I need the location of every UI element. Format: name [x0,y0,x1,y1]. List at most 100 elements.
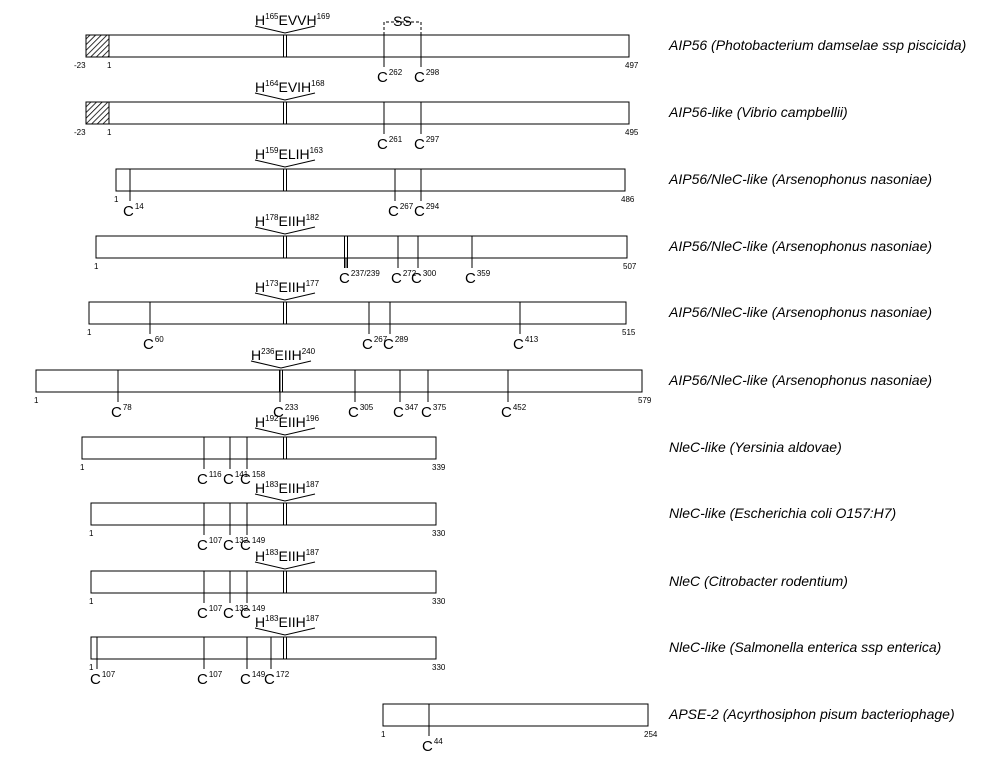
motif-label: H183EIIH187 [255,614,320,630]
signal-end-label: 1 [107,128,112,137]
cysteine-label: C237/239 [339,269,380,287]
cysteine-label: C267 [362,335,388,353]
cysteine-label: C107 [197,604,223,622]
protein-name-host: (Acyrthosiphon pisum bacteriophage) [718,706,955,722]
motif-bracket [254,427,316,436]
protein-name: AIP56 (Photobacterium damselae ssp pisci… [669,37,966,53]
protein-bar [90,570,437,594]
protein-bar [85,101,630,125]
cysteine-label: C107 [197,536,223,554]
cysteine-label: C359 [465,269,491,287]
protein-bar [35,369,643,393]
start-position-label: 1 [87,328,92,337]
motif-label: H173EIIH177 [255,279,320,295]
end-position-label: 330 [432,529,446,538]
disulfide-bridge [383,21,422,35]
cysteine-label: C141 [223,470,249,488]
end-position-label: 515 [622,328,636,337]
end-position-label: 579 [638,396,652,405]
protein-name: NleC-like (Salmonella enterica ssp enter… [669,639,941,655]
protein-bar [85,34,630,58]
cysteine-label: C300 [411,269,437,287]
protein-bar [115,168,626,192]
protein-name-main: NleC-like (Salmonella enterica ssp enter… [669,639,942,655]
signal-end-label: 1 [107,61,112,70]
cysteine-label: C149 [240,670,266,688]
start-position-label: 1 [381,730,386,739]
cysteine-label: C261 [377,135,403,153]
motif-bracket [254,226,316,235]
end-position-label: 495 [625,128,639,137]
motif-bracket [250,360,312,369]
cysteine-label: C297 [414,135,440,153]
end-position-label: 497 [625,61,639,70]
protein-name-main: NleC (Citrobacter rodentium) [669,573,848,589]
motif-label: H178EIIH182 [255,213,320,229]
cysteine-label: C132 [223,604,249,622]
cysteine-label: C116 [197,470,222,488]
protein-name-main: NleC-like (Escherichia coli O157:H7) [669,505,897,521]
motif-bracket [254,25,316,34]
protein-bar [90,502,437,526]
start-position-label: 1 [80,463,85,472]
cysteine-label: C294 [414,202,440,220]
protein-name: AIP56/NleC-like (Arsenophonus nasoniae) [669,238,932,254]
protein-bar [95,235,628,259]
protein-name-main: AIP56/NleC-like (Arsenophonus nasoniae) [669,171,933,187]
end-position-label: 486 [621,195,635,204]
cysteine-label: C233 [273,403,299,421]
end-position-label: 330 [432,597,446,606]
protein-name-main: AIP56 (Photobacterium damselae ssp pisci… [669,37,967,53]
start-position-label: -23 [74,61,86,70]
start-position-label: 1 [89,663,94,672]
end-position-label: 254 [644,730,658,739]
cysteine-label: C298 [414,68,440,86]
start-position-label: -23 [74,128,86,137]
motif-bracket [254,292,316,301]
protein-name-main: AIP56/NleC-like (Arsenophonus nasoniae) [669,238,933,254]
cysteine-label: C44 [422,737,443,755]
protein-name: NleC (Citrobacter rodentium) [669,573,848,589]
end-position-label: 507 [623,262,637,271]
motif-label: H165EVVH169 [255,12,331,28]
start-position-label: 1 [34,396,39,405]
cysteine-label: C272 [391,269,417,287]
motif-bracket [254,561,316,570]
signal-peptide [85,34,110,58]
start-position-label: 1 [89,529,94,538]
protein-name-main: NleC-like (Yersinia aldovae) [669,439,842,455]
motif-bracket [254,159,316,168]
motif-label: H192EIIH196 [255,414,320,430]
cysteine-label: C107 [90,670,116,688]
motif-label: H183EIIH187 [255,548,320,564]
motif-bracket [254,493,316,502]
protein-name: NleC-like (Yersinia aldovae) [669,439,842,455]
cysteine-label: C158 [240,470,266,488]
disulfide-label: SS [393,13,412,29]
protein-name: AIP56/NleC-like (Arsenophonus nasoniae) [669,171,932,187]
cysteine-label: C289 [383,335,409,353]
end-position-label: 330 [432,663,446,672]
protein-bar [88,301,627,325]
cysteine-label: C14 [123,202,144,220]
signal-peptide [85,101,110,125]
cysteine-label: C413 [513,335,539,353]
protein-name: AIP56/NleC-like (Arsenophonus nasoniae) [669,304,932,320]
protein-bar [382,703,649,727]
cysteine-label: C172 [264,670,290,688]
protein-name: NleC-like (Escherichia coli O157:H7) [669,505,896,521]
protein-name-main: AIP56-like (Vibrio campbellii) [669,104,848,120]
cysteine-label: C347 [393,403,419,421]
protein-name: APSE-2 (Acyrthosiphon pisum bacteriophag… [669,706,955,722]
protein-name-main: AIP56/NleC-like (Arsenophonus nasoniae) [669,372,933,388]
